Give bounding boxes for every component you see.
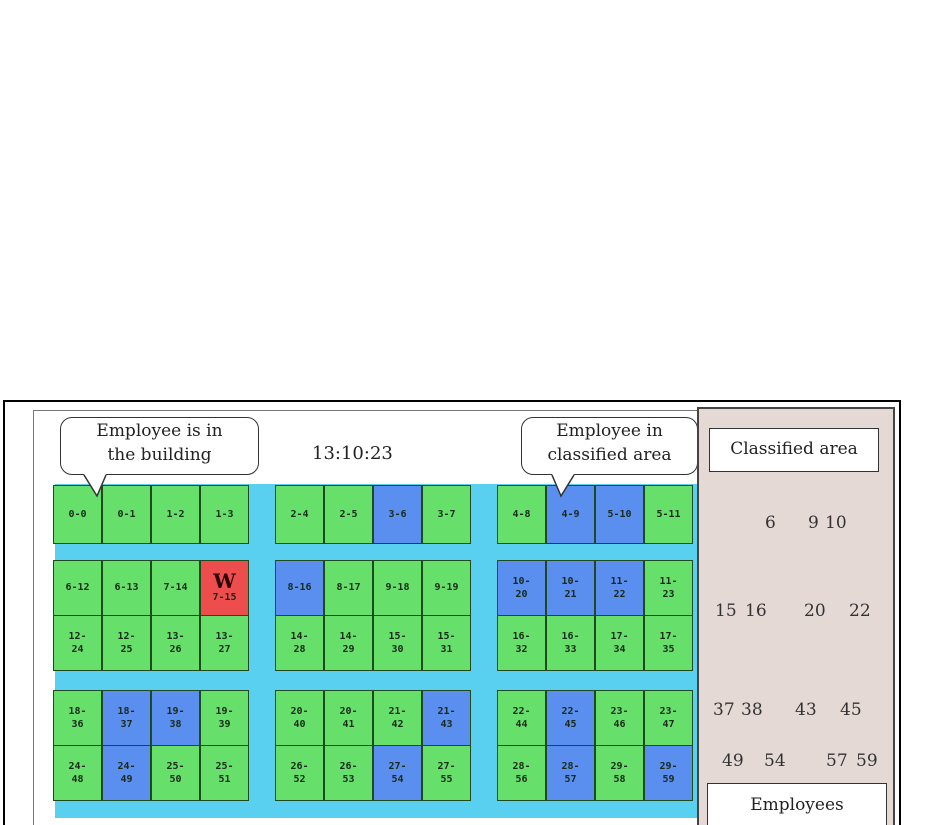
sidebar-row-2: 15 16 20 22 [699, 601, 889, 625]
office-cell[interactable]: 2-4 [275, 485, 324, 544]
office-cell[interactable]: 0-1 [102, 485, 151, 544]
office-cell[interactable]: 4-8 [497, 485, 546, 544]
sidebar-number: 9 [808, 513, 819, 533]
employees-title: Employees [707, 783, 887, 825]
office-cell[interactable]: 18- 36 [53, 690, 102, 746]
callout-classified-tail [551, 474, 575, 498]
office-cell[interactable]: 5-11 [644, 485, 693, 544]
office-cell[interactable]: 9-19 [422, 560, 471, 616]
sidebar-number: 37 [713, 700, 735, 720]
callout-building: Employee is in the building [60, 417, 259, 475]
office-cell[interactable]: 28- 56 [497, 745, 546, 801]
office-cell-classified[interactable]: 29- 59 [644, 745, 693, 801]
office-cell[interactable]: 6-12 [53, 560, 102, 616]
office-cell-classified[interactable]: 10- 21 [546, 560, 595, 616]
office-cell-classified[interactable]: 22- 45 [546, 690, 595, 746]
callout-building-line-2: the building [107, 445, 212, 465]
office-cell[interactable]: 29- 58 [595, 745, 644, 801]
sidebar-number: 43 [795, 700, 817, 720]
sidebar-row-3: 37 38 43 45 [699, 700, 889, 724]
office-cell[interactable]: 26- 52 [275, 745, 324, 801]
office-cell-classified[interactable]: 11- 22 [595, 560, 644, 616]
office-cell[interactable]: 14- 29 [324, 615, 373, 671]
office-cell[interactable]: 1-3 [200, 485, 249, 544]
office-cell-classified[interactable]: 21- 43 [422, 690, 471, 746]
office-cell[interactable]: 25- 50 [151, 745, 200, 801]
sidebar-number: 20 [804, 601, 826, 621]
office-cell[interactable]: 21- 42 [373, 690, 422, 746]
office-cell[interactable]: 16- 33 [546, 615, 595, 671]
office-cell[interactable]: 7-14 [151, 560, 200, 616]
office-cell[interactable]: 12- 25 [102, 615, 151, 671]
office-cell-classified[interactable]: 3-6 [373, 485, 422, 544]
sidebar-number: 6 [765, 513, 776, 533]
sidebar-number: 15 [715, 601, 737, 621]
office-cell[interactable]: 6-13 [102, 560, 151, 616]
office-cell[interactable]: 15- 31 [422, 615, 471, 671]
callout-classified-line-2: classified area [547, 445, 672, 465]
office-cell[interactable]: 0-0 [53, 485, 102, 544]
callout-classified: Employee in classified area [521, 417, 698, 475]
office-cell[interactable]: 9-18 [373, 560, 422, 616]
office-cell[interactable]: 3-7 [422, 485, 471, 544]
classified-area-title: Classified area [709, 428, 879, 472]
clock: 13:10:23 [312, 443, 393, 464]
sidebar-number: 22 [849, 601, 871, 621]
office-cell[interactable]: 2-5 [324, 485, 373, 544]
sidebar-number: 57 [826, 751, 848, 771]
sidebar-number: 49 [722, 751, 744, 771]
callout-building-tail [83, 474, 107, 498]
office-cell[interactable]: 25- 51 [200, 745, 249, 801]
office-cell[interactable]: 1-2 [151, 485, 200, 544]
office-cell-classified[interactable]: 5-10 [595, 485, 644, 544]
office-cell[interactable]: 12- 24 [53, 615, 102, 671]
sidebar-row-4: 49 54 57 59 [699, 751, 889, 775]
sidebar-row-1: 6 9 10 [699, 513, 889, 537]
sidebar-number: 54 [764, 751, 786, 771]
office-cell[interactable]: 26- 53 [324, 745, 373, 801]
office-cell-classified[interactable]: 24- 49 [102, 745, 151, 801]
office-cell-classified[interactable]: 27- 54 [373, 745, 422, 801]
office-cell[interactable]: 11- 23 [644, 560, 693, 616]
sidebar-number: 38 [741, 700, 763, 720]
sidebar-panel: Classified area 6 9 10 15 16 20 22 37 38… [697, 407, 895, 825]
office-cell[interactable]: 20- 40 [275, 690, 324, 746]
sidebar-number: 16 [745, 601, 767, 621]
office-cell[interactable]: 14- 28 [275, 615, 324, 671]
office-cell[interactable]: 17- 35 [644, 615, 693, 671]
office-cell[interactable]: 13- 27 [200, 615, 249, 671]
office-cell-label: 7-15 [212, 592, 237, 604]
office-cell-classified[interactable]: 10- 20 [497, 560, 546, 616]
office-cell-classified[interactable]: 8-16 [275, 560, 324, 616]
office-cell-classified[interactable]: 18- 37 [102, 690, 151, 746]
office-cell[interactable]: 27- 55 [422, 745, 471, 801]
sidebar-number: 45 [840, 700, 862, 720]
sidebar-number: 10 [825, 513, 847, 533]
sidebar-number: 59 [856, 751, 878, 771]
office-cell[interactable]: 24- 48 [53, 745, 102, 801]
office-cell[interactable]: 16- 32 [497, 615, 546, 671]
warning-mark: W [213, 569, 236, 594]
office-cell[interactable]: 8-17 [324, 560, 373, 616]
office-cell-classified[interactable]: 28- 57 [546, 745, 595, 801]
callout-classified-line-1: Employee in [556, 421, 663, 441]
office-cell[interactable]: 23- 47 [644, 690, 693, 746]
office-cell[interactable]: 15- 30 [373, 615, 422, 671]
office-cell-classified[interactable]: 4-9 [546, 485, 595, 544]
office-cell-classified[interactable]: 19- 38 [151, 690, 200, 746]
office-cell[interactable]: 17- 34 [595, 615, 644, 671]
office-cell[interactable]: 13- 26 [151, 615, 200, 671]
office-cell[interactable]: 23- 46 [595, 690, 644, 746]
callout-building-line-1: Employee is in [96, 421, 223, 441]
office-cell[interactable]: 20- 41 [324, 690, 373, 746]
office-cell[interactable]: 19- 39 [200, 690, 249, 746]
office-cell[interactable]: 22- 44 [497, 690, 546, 746]
